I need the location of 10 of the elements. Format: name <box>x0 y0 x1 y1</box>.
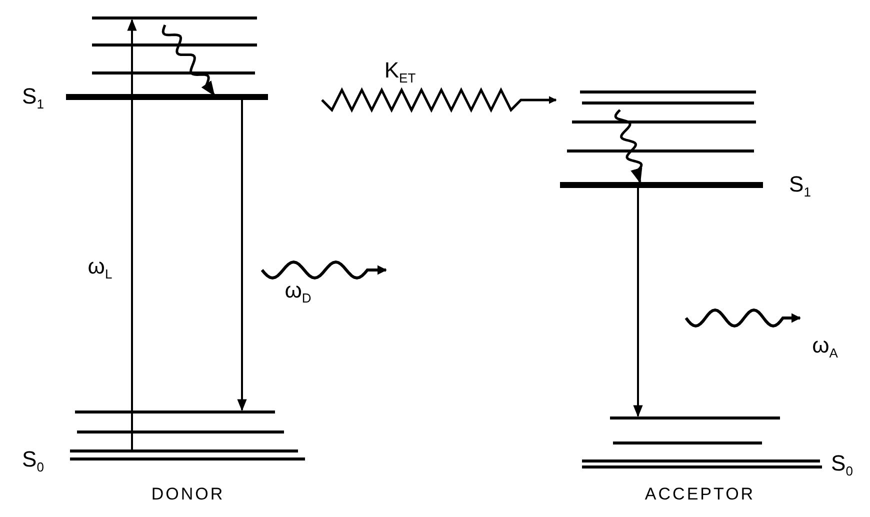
frequency-label: ω$_{L}$ <box>88 255 112 281</box>
molecule-label: ACCEPTOR <box>644 486 756 502</box>
energy-transfer-label: K$_{ET}$ <box>384 59 416 85</box>
frequency-label: ω$_{A}$ <box>812 334 838 360</box>
state-label: S$_{0}$ <box>22 448 44 474</box>
state-label: S$_{0}$ <box>831 452 853 478</box>
state-label: S$_{1}$ <box>789 173 811 199</box>
state-label: S$_{1}$ <box>22 85 44 111</box>
frequency-label: ω$_{D}$ <box>284 279 312 305</box>
molecule-label: DONOR <box>151 486 225 502</box>
